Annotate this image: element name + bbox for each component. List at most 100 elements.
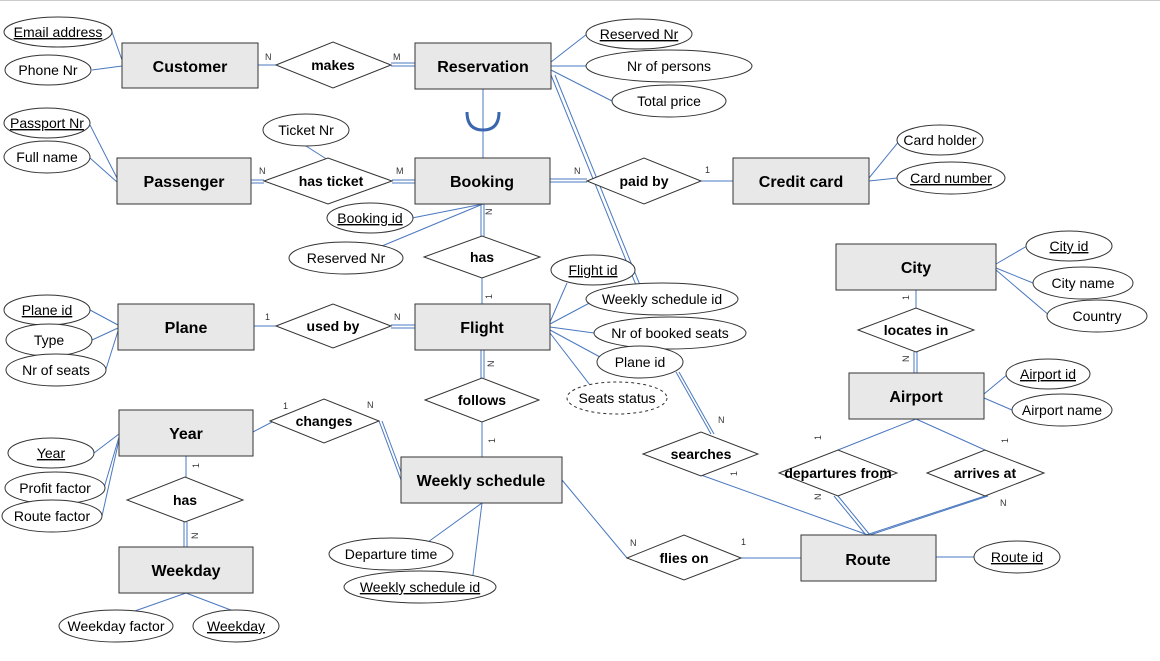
relationship-searches[interactable]: searches	[641, 431, 760, 477]
relationship-used-by[interactable]: used by	[274, 303, 393, 349]
relationship-label: follows	[458, 392, 506, 408]
relationship-follows[interactable]: follows	[423, 377, 541, 423]
attribute-label: Type	[34, 332, 65, 348]
attribute-flight-plane-id[interactable]: Plane id	[596, 345, 684, 379]
attribute-label: Nr of seats	[22, 362, 90, 378]
attribute-reservation-reserved-nr[interactable]: Reserved Nr	[585, 18, 693, 50]
entity-plane[interactable]: Plane	[117, 303, 255, 351]
cardinality-labels: N M N M N 1 N 1 1 N 1 N N 1 1 N 1 N N 1 …	[190, 52, 1010, 548]
attribute-plane-type[interactable]: Type	[5, 323, 93, 357]
relationship-makes[interactable]: makes	[274, 41, 393, 89]
entity-airport[interactable]: Airport	[848, 372, 985, 420]
entity-weekday[interactable]: Weekday	[118, 546, 254, 594]
attribute-label: Reserved Nr	[307, 250, 386, 266]
attribute-total-price[interactable]: Total price	[611, 84, 727, 118]
entity-label: Reservation	[437, 59, 529, 76]
entity-label: Route	[845, 552, 890, 569]
relationship-has-year-weekday[interactable]: has	[125, 476, 245, 523]
cardinality-label: N	[813, 494, 823, 501]
attribute-label: Reserved Nr	[600, 26, 679, 42]
attribute-profit-factor[interactable]: Profit factor	[4, 471, 106, 505]
attribute-weekday-factor[interactable]: Weekday factor	[58, 609, 174, 643]
cardinality-label: N	[265, 52, 272, 62]
cardinality-label: N	[630, 538, 637, 548]
cardinality-label: N	[259, 166, 266, 176]
attribute-email-address[interactable]: Email address	[3, 16, 113, 48]
attribute-city-id[interactable]: City id	[1025, 230, 1113, 262]
attribute-city-name[interactable]: City name	[1032, 266, 1134, 300]
attribute-flight-id[interactable]: Flight id	[550, 254, 636, 286]
relationship-locates-in[interactable]: locates in	[856, 307, 976, 353]
attribute-label: Departure time	[345, 546, 438, 562]
attribute-label: Full name	[16, 149, 78, 165]
attribute-label: Nr of persons	[627, 58, 711, 74]
cardinality-label: N	[901, 356, 911, 363]
entity-credit-card[interactable]: Credit card	[732, 157, 870, 205]
relationship-label: departures from	[784, 465, 891, 481]
attribute-booking-reserved-nr[interactable]: Reserved Nr	[288, 241, 404, 275]
entity-city[interactable]: City	[835, 243, 997, 291]
relationship-arrives-at[interactable]: arrives at	[925, 449, 1046, 497]
attribute-airport-name[interactable]: Airport name	[1011, 393, 1113, 427]
cardinality-label: 1	[191, 463, 201, 468]
relationship-label: flies on	[659, 550, 708, 566]
attribute-full-name[interactable]: Full name	[3, 140, 91, 174]
cardinality-label: N	[1000, 498, 1007, 508]
attribute-passport-nr[interactable]: Passport Nr	[3, 107, 91, 139]
relationship-departures-from[interactable]: departures from	[777, 449, 899, 497]
relationship-flies-on[interactable]: flies on	[625, 534, 743, 581]
entity-route[interactable]: Route	[800, 534, 937, 582]
attribute-label: Phone Nr	[18, 62, 77, 78]
attribute-ticket-nr[interactable]: Ticket Nr	[262, 113, 350, 147]
relationship-label: has	[173, 492, 197, 508]
cardinality-label: 1	[283, 401, 288, 411]
attribute-departure-time[interactable]: Departure time	[328, 537, 454, 571]
attribute-country[interactable]: Country	[1046, 299, 1148, 333]
cardinality-label: 1	[741, 537, 746, 547]
attribute-airport-id[interactable]: Airport id	[1005, 358, 1091, 390]
relationship-has-booking-flight[interactable]: has	[422, 235, 542, 279]
attribute-route-factor[interactable]: Route factor	[1, 499, 103, 533]
relationship-changes[interactable]: changes	[268, 398, 381, 444]
cardinality-label: M	[396, 166, 404, 176]
attribute-label: Airport id	[1020, 366, 1076, 382]
attribute-nr-of-seats[interactable]: Nr of seats	[5, 353, 107, 387]
attribute-weekday[interactable]: Weekday	[192, 609, 280, 643]
relationship-paid-by[interactable]: paid by	[585, 157, 703, 205]
attribute-plane-id[interactable]: Plane id	[3, 294, 91, 326]
entity-passenger[interactable]: Passenger	[116, 157, 252, 205]
entity-year[interactable]: Year	[118, 409, 254, 457]
attribute-nr-of-booked-seats[interactable]: Nr of booked seats	[593, 316, 747, 350]
cardinality-label: 1	[487, 438, 497, 443]
attribute-card-holder[interactable]: Card holder	[896, 124, 984, 156]
relationship-label: locates in	[884, 322, 949, 338]
attribute-label: Plane id	[615, 354, 666, 370]
cardinality-label: N	[574, 166, 581, 176]
entity-reservation[interactable]: Reservation	[414, 42, 552, 90]
entity-booking[interactable]: Booking	[414, 157, 551, 205]
relationship-label: used by	[307, 318, 360, 334]
entity-flight[interactable]: Flight	[414, 303, 551, 351]
entity-label: Credit card	[759, 174, 843, 191]
entity-weekly-schedule[interactable]: Weekly schedule	[400, 456, 563, 504]
attribute-label: Route factor	[14, 508, 91, 524]
attribute-year[interactable]: Year	[7, 437, 95, 469]
relationship-label: searches	[671, 446, 732, 462]
attribute-label: Passport Nr	[10, 115, 84, 131]
attribute-label: Plane id	[22, 302, 73, 318]
attribute-seats-status[interactable]: Seats status	[566, 381, 668, 415]
attribute-label: Ticket Nr	[278, 122, 334, 138]
attribute-booking-id[interactable]: Booking id	[326, 202, 414, 234]
attribute-flight-weekly-schedule-id[interactable]: Weekly schedule id	[585, 282, 739, 316]
relationship-label: paid by	[619, 173, 668, 189]
attribute-label: City name	[1051, 275, 1114, 291]
attribute-label: Weekday	[207, 618, 265, 634]
entity-label: City	[901, 260, 931, 277]
attribute-nr-of-persons[interactable]: Nr of persons	[585, 49, 753, 83]
entity-customer[interactable]: Customer	[121, 42, 259, 89]
attribute-customer-phone[interactable]: Phone Nr	[4, 54, 92, 86]
attribute-card-number[interactable]: Card number	[896, 161, 1006, 195]
relationship-has-ticket[interactable]: has ticket	[262, 157, 394, 205]
attribute-weekly-schedule-id[interactable]: Weekly schedule id	[343, 570, 497, 604]
attribute-route-id[interactable]: Route id	[973, 540, 1061, 574]
